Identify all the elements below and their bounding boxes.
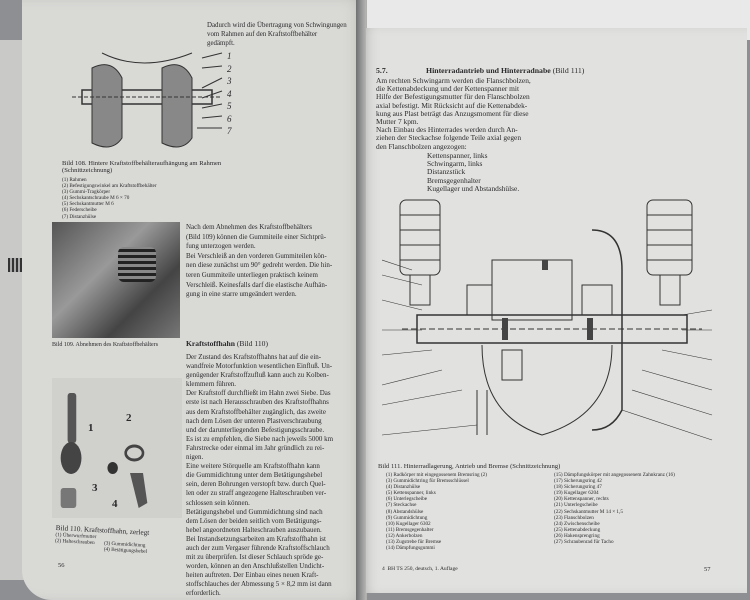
section-heading-fuel-tap: Kraftstoffhahn (Bild 110) (186, 339, 268, 348)
legend-item: (5) Sechskantmutter M 6 (62, 201, 114, 208)
legend-item: (2) Befestigungswinkel am Kraftstoffbehä… (62, 183, 157, 190)
legend-item: (11) Bremsgegenhalter (386, 526, 434, 533)
callout-number: 7 (227, 126, 232, 136)
callout-number: 6 (227, 113, 232, 124)
right-page: 5.7. Hinterradantrieb und Hinterradnabe … (362, 28, 747, 593)
figure-111-drawing (382, 199, 713, 441)
heading-ref: (Bild 111) (552, 66, 585, 75)
figure-111-legend-right: (15) Dämpfungskörper mit angegossenem Za… (554, 472, 675, 545)
section-heading: 5.7. Hinterradantrieb und Hinterradnabe … (376, 66, 584, 75)
figure-108-legend: (1) Rahmen (2) Befestigungswinkel am Kra… (62, 177, 157, 220)
callout-number: 3 (227, 76, 232, 86)
shock-absorber-left (399, 199, 441, 306)
legend-item: (10) Kugellager 6302 (386, 520, 431, 527)
legend-item: (14) Dämpfungsgummi (386, 545, 435, 552)
list-item: Schwingarm, links (427, 159, 483, 169)
callout-number: 4 (227, 88, 232, 99)
figure-109-photo (52, 222, 180, 338)
legend-item: (27) Schraubenrad für Tacho (554, 539, 614, 546)
figure-108-drawing (72, 52, 223, 148)
callout-number: 4 (112, 498, 118, 510)
legend-item: (3) Gummi-Tragkörper (62, 189, 111, 196)
legend-item: (3) Gummidichtring für Bremsschlüssel (386, 478, 469, 485)
heading-ref: (Bild 110) (236, 339, 268, 348)
callout-number: 1 (88, 422, 94, 434)
page-number: 56 (58, 562, 65, 569)
figure-109-caption: Bild 109. Abnehmen des Kraftstoffbehälte… (52, 342, 159, 348)
legend-item: (12) Ankerbolzen (386, 532, 423, 539)
callout-number: 3 (92, 482, 98, 494)
legend-item: (7) Steckachse (386, 502, 417, 509)
legend-item: (6) Unterlegscheibe (386, 496, 428, 503)
legend-item: (25) Kettenabdeckung (554, 526, 601, 533)
legend-item: (13) Zugstrebe für Bremse (386, 539, 442, 546)
legend-item: (8) Abstandshülse (386, 508, 424, 515)
parts-list: Kettenspanner, links Schwingarm, links D… (427, 151, 520, 193)
figure-110-drawing (52, 378, 182, 518)
legend-item: (24) Zwischenscheibe (554, 520, 600, 527)
legend-item: (19) Kugellager 6204 (554, 490, 599, 497)
figure-110-caption-block: Bild 110. Kraftstoffhahn, zerlegt (1) Üb… (55, 524, 150, 555)
legend-item: (15) Dämpfungskörper mit angegossenem Za… (554, 472, 675, 478)
list-item: Kettenspanner, links (427, 151, 488, 160)
legend-item: (7) Distanzhülse (62, 213, 97, 220)
list-item: Bremsgegenhalter (427, 175, 481, 185)
figure-111-caption: Bild 111. Hinterradlagerung, Antrieb und… (378, 463, 561, 470)
figure-108-caption: Bild 108. Hintere Kraftstoffbehälteraufh… (62, 160, 222, 174)
legend-item: (1) Rahmen (62, 177, 87, 183)
legend-item: (9) Gummidichtung (386, 514, 428, 521)
legend-item: (5) Kettenspanner, links (386, 490, 436, 497)
paragraph-rear-hub: Am rechten Schwingarm werden die Flansch… (376, 76, 531, 151)
legend-item: (4) Distanzhülse (386, 484, 421, 491)
heading-text: Kraftstoffhahn (186, 339, 235, 348)
legend-item: (1) Radkörper mit eingegossenem Bremsrin… (386, 472, 487, 478)
legend-item: (21) Unterlegscheibe (554, 502, 598, 509)
callout-number: 2 (227, 63, 232, 74)
footer-note: 4 BH TS 250, deutsch, 1. Auflage (382, 566, 458, 572)
legend-item: (26) Hakensprengring (554, 532, 600, 539)
shock-absorber-right (646, 199, 693, 306)
left-page: Dadurch wird die Übertragung von Schwing… (22, 0, 367, 600)
top-text: Dadurch wird die Übertragung von Schwing… (207, 20, 347, 47)
legend-item: (17) Sicherungsring 42 (554, 478, 602, 485)
legend-item: (22) Sechskantmutter M 14 × 1,5 (554, 508, 623, 515)
callout-number: 2 (126, 412, 132, 424)
legend-item: (2) Halteschrauben (54, 538, 95, 547)
legend-item: (4) Betätigungshebel (103, 546, 148, 555)
page-number: 57 (704, 566, 711, 573)
figure-108-numbers: 1 2 3 4 5 6 7 (227, 50, 232, 138)
list-item: Distanzstück (427, 167, 466, 177)
book-gutter (356, 0, 366, 600)
paragraph-fuel-tap: Der Zustand des Kraftstoffhahns hat auf … (186, 352, 334, 598)
list-item: Kugellager und Abstandshülse. (427, 183, 520, 193)
heading-text: Hinterradantrieb und Hinterradnabe (426, 66, 551, 75)
legend-item: (18) Sicherungsring 47 (554, 484, 602, 491)
figure-111-legend-left: (1) Radkörper mit eingegossenem Bremsrin… (386, 472, 487, 551)
section-number: 5.7. (376, 66, 388, 75)
legend-item: (6) Federscheibe (62, 207, 97, 214)
callout-number: 5 (227, 101, 232, 111)
callout-number: 1 (227, 51, 232, 61)
legend-item: (4) Sechskantschraube M 6 × 70 (62, 195, 130, 202)
paragraph-rubber-parts: Nach dem Abnehmen des Kraftstoffbehälter… (186, 222, 333, 299)
legend-item: (23) Flanschbolzen (554, 514, 594, 521)
legend-item: (20) Kettenspanner, rechts (554, 496, 609, 503)
